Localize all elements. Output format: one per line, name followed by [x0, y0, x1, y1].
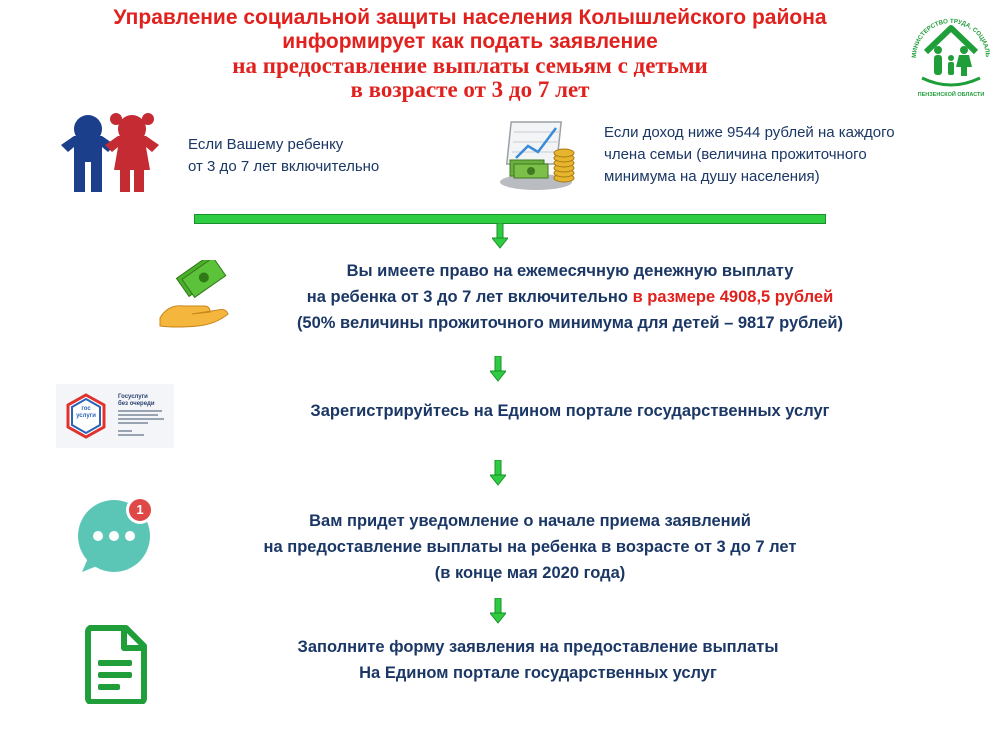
title-line-4: в возрасте от 3 до 7 лет [350, 77, 590, 102]
money-hand-icon [158, 255, 232, 330]
gosuslugi-fine-print [118, 410, 164, 436]
payment-amount: в размере 4908,5 рублей [632, 288, 834, 306]
fill-form-step: Заполните форму заявления на предоставле… [297, 638, 779, 682]
merge-bar [194, 214, 826, 224]
gosuslugi-badge-line2: услуги [76, 413, 96, 419]
notification-badge: 1 [136, 502, 144, 517]
gosuslugi-banner: гос услуги Госуслуги без очереди [56, 384, 174, 448]
gosuslugi-heading: Госуслуги без очереди [118, 394, 155, 407]
child-age-condition: Если Вашему ребенку от 3 до 7 лет включи… [188, 136, 380, 175]
title-line-2: информирует как подать заявление [282, 30, 658, 53]
title-line-3: на предоставление выплаты семьям с детьм… [232, 53, 708, 78]
ministry-logo: МИНИСТЕРСТВО ТРУДА, СОЦИАЛЬНОЙ ЗАЩИТЫ И … [901, 0, 998, 100]
payment-right-info: Вы имеете право на ежемесячную денежную … [296, 262, 844, 332]
chat-notification-icon: 1 [74, 494, 158, 574]
gosuslugi-badge-line1: гос [81, 406, 91, 412]
income-chart-money-icon [498, 114, 588, 194]
register-step: Зарегистрируйтесь на Едином портале госу… [310, 402, 830, 420]
family-house-icon: МИНИСТЕРСТВО ТРУДА, СОЦИАЛЬНОЙ ЗАЩИТЫ И … [901, 0, 991, 98]
logo-region-text: ПЕНЗЕНСКОЙ ОБЛАСТИ [918, 90, 985, 98]
children-icon [58, 112, 162, 194]
down-arrow-icon [492, 223, 508, 249]
gosuslugi-logo-icon [66, 393, 106, 439]
notification-step: Вам придет уведомление о начале приема з… [263, 512, 797, 582]
income-condition: Если доход ниже 9544 рублей на каждого ч… [604, 124, 895, 185]
title-line-1: Управление социальной защиты населения К… [113, 6, 827, 29]
document-icon [84, 624, 148, 705]
page-title: Управление социальной защиты населения К… [60, 6, 880, 102]
down-arrow-icon [490, 356, 506, 382]
down-arrow-icon [490, 598, 506, 624]
down-arrow-icon [490, 460, 506, 486]
